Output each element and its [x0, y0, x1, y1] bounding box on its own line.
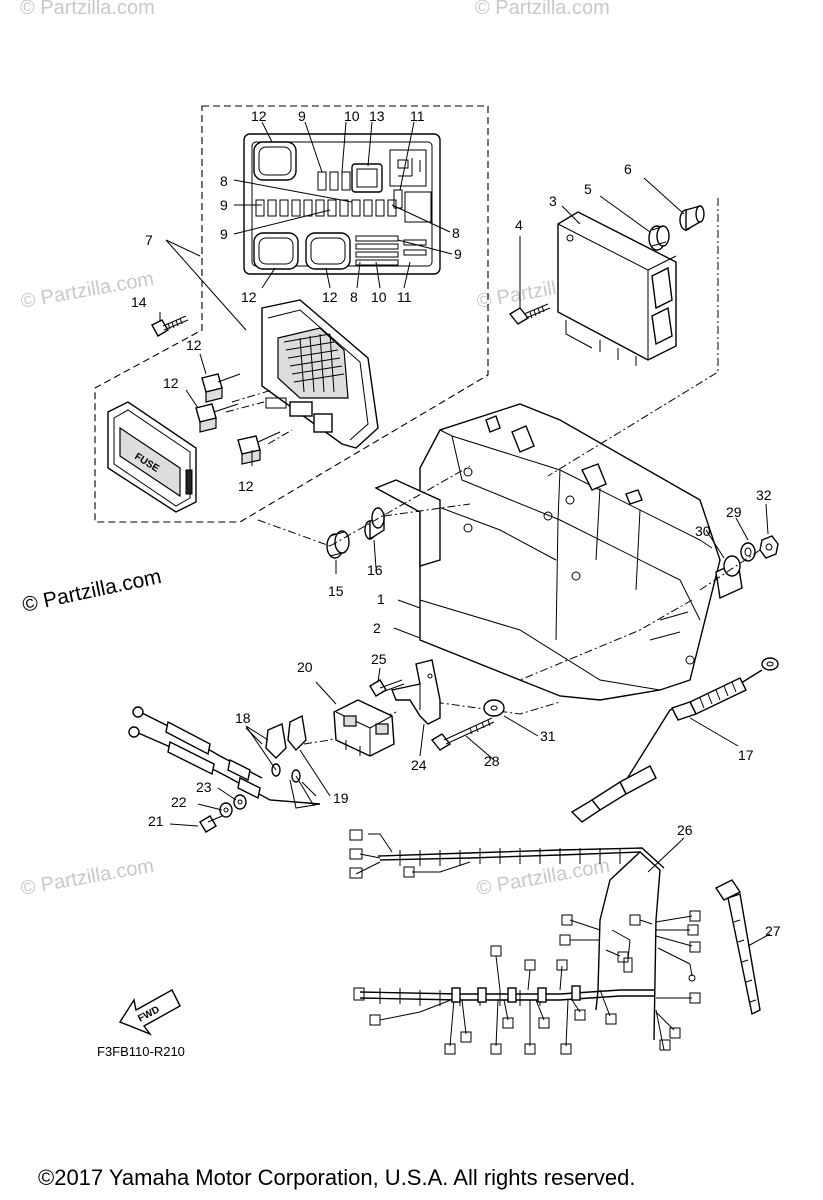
callout-label: 12: [322, 289, 338, 305]
callout-label: 23: [196, 779, 212, 795]
callout-label: 9: [298, 108, 306, 124]
callout-leaders: [159, 177, 771, 947]
callout-label: 9: [220, 197, 228, 213]
callout-label: 32: [756, 487, 772, 503]
callout-label: 25: [371, 651, 387, 667]
callout-label: 28: [484, 753, 500, 769]
collar-6: [679, 205, 705, 232]
fuse-box-leaders: [165, 121, 453, 331]
relay: [237, 431, 281, 465]
grommet-5: [648, 225, 670, 251]
callout-label: 11: [397, 289, 412, 305]
callout-label: 1: [377, 591, 385, 607]
callout-label: 18: [235, 710, 251, 726]
bolt-14: [151, 315, 189, 337]
relay: [195, 403, 239, 433]
starter-relay: [333, 699, 395, 757]
callout-label: 19: [333, 790, 349, 806]
callout-label: 21: [148, 813, 164, 829]
callout-label: 8: [452, 225, 460, 241]
relay-bracket: [391, 659, 441, 725]
callout-label: 30: [695, 523, 711, 539]
bolt-28: [430, 717, 495, 751]
callout-label: 20: [297, 659, 313, 675]
washer-31: [483, 699, 505, 717]
callout-label: 17: [738, 747, 754, 763]
callout-label: 14: [131, 294, 147, 310]
washer-29: [740, 542, 756, 562]
callout-label: 9: [454, 246, 462, 262]
callout-label: 12: [186, 337, 202, 353]
ecu-unit: [557, 211, 677, 366]
grommet-15: [326, 530, 350, 559]
bolt-25: [369, 679, 405, 697]
wire-harness: [349, 829, 701, 1055]
callout-label: 8: [350, 289, 358, 305]
copyright-notice: ©2017 Yamaha Motor Corporation, U.S.A. A…: [38, 1165, 635, 1190]
watermark: © Partzilla.com: [475, 0, 610, 19]
callout-label: 12: [251, 108, 267, 124]
callout-label: 13: [369, 108, 385, 124]
callout-label: 11: [410, 108, 425, 124]
callout-label: 16: [367, 562, 383, 578]
cable-tie: [714, 879, 761, 1016]
relay: [201, 373, 241, 403]
bolt-21: [199, 815, 223, 833]
diagram-code: F3FB110-R210: [97, 1044, 185, 1059]
callout-label: 7: [145, 232, 153, 248]
reference-lines: [225, 198, 761, 745]
collar-16: [364, 507, 385, 541]
callout-label: 2: [373, 620, 381, 636]
callout-label: 12: [163, 375, 179, 391]
partzilla-watermark: © Partzilla.com: [20, 565, 163, 617]
fuse-box-cover: FUSE: [107, 401, 197, 513]
callout-label: 4: [515, 217, 523, 233]
callout-label: 8: [220, 173, 228, 189]
callout-numbers: 12 9 10 13 11 8 9 9 8 9 12 12 8 10 11 7 …: [131, 108, 781, 939]
callout-label: 5: [584, 181, 592, 197]
callout-label: 31: [540, 728, 556, 744]
nut-32: [759, 535, 779, 559]
forward-arrow-icon: FWD: [118, 989, 181, 1036]
callout-label: 29: [726, 504, 742, 520]
ground-lead: [570, 657, 779, 823]
fuse-box-group-outline: [94, 105, 489, 523]
callout-label: 3: [549, 193, 557, 209]
callout-label: 26: [677, 822, 693, 838]
callout-label: 22: [171, 794, 187, 810]
bolt-4: [508, 303, 551, 325]
watermark: © Partzilla.com: [19, 855, 156, 900]
callout-label: 12: [241, 289, 257, 305]
watermark: © Partzilla.com: [475, 855, 612, 900]
fuse-box-layout: [243, 133, 441, 275]
battery-cables: [128, 706, 331, 809]
callout-label: 10: [371, 289, 387, 305]
callout-label: 9: [220, 226, 228, 242]
fuse-box-body: [261, 299, 379, 449]
mounting-tray: [374, 403, 721, 701]
callout-label: 27: [765, 923, 781, 939]
callout-label: 10: [344, 108, 360, 124]
watermark: © Partzilla.com: [20, 0, 155, 19]
callout-label: 24: [411, 757, 427, 773]
callout-label: 15: [328, 583, 344, 599]
washer-23: [233, 794, 247, 810]
callout-label: 12: [238, 478, 254, 494]
callout-label: 6: [624, 161, 632, 177]
